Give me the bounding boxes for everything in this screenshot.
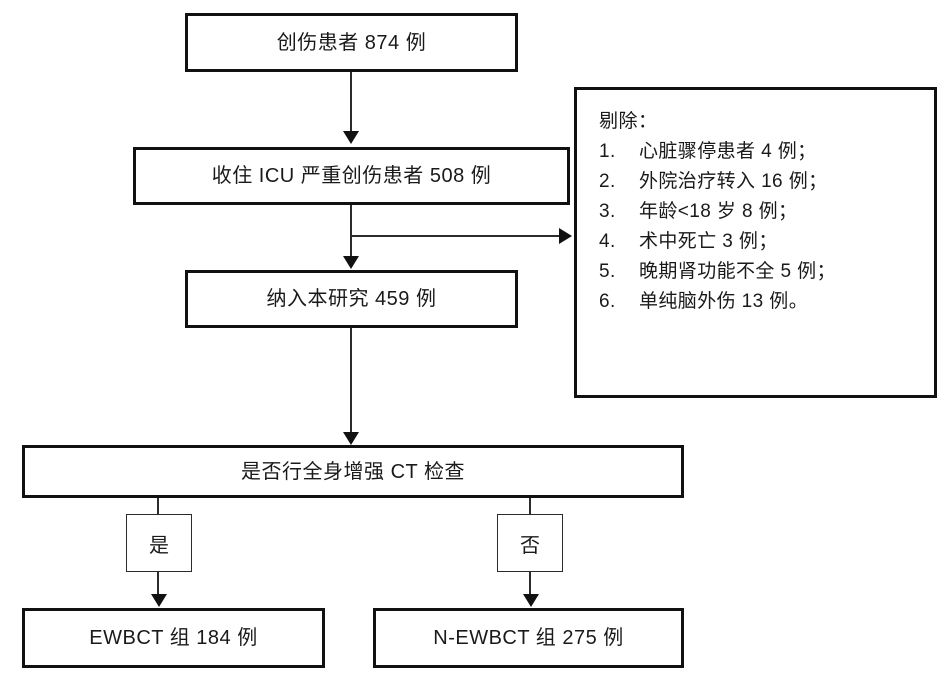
exclusion-item-text: 外院治疗转入 16 例； [639,171,828,192]
node-icu-severe-trauma: 收住 ICU 严重创伤患者 508 例 [133,147,570,205]
exclusion-item: 6. 单纯脑外伤 13 例。 [599,292,920,311]
arrow-enrolled-to-decision-icon [343,432,359,445]
connector-yes-to-ewbct [157,572,159,595]
node-ct-decision: 是否行全身增强 CT 检查 [22,445,684,498]
exclusion-list: 1. 心脏骤停患者 4 例； 2. 外院治疗转入 16 例； 3. 年龄<18 … [599,142,920,311]
node-branch-yes-label: 是 [149,534,169,557]
node-enrolled-in-study: 纳入本研究 459 例 [185,270,518,328]
exclusion-item-number: 3. [599,201,616,222]
exclusion-item-text: 单纯脑外伤 13 例。 [639,291,809,312]
connector-decision-to-yes [157,498,159,515]
node-branch-no: 否 [497,514,563,572]
exclusion-item-text: 晚期肾功能不全 5 例； [639,261,836,282]
exclusion-item-text: 心脏骤停患者 4 例； [639,141,817,162]
node-enrolled-in-study-label: 纳入本研究 459 例 [266,288,437,310]
exclusion-item-number: 6. [599,291,616,312]
exclusion-item-number: 2. [599,171,616,192]
arrow-no-to-newbct-icon [523,594,539,607]
node-total-patients: 创伤患者 874 例 [185,13,518,72]
connector-enrolled-to-decision [350,328,352,433]
connector-icu-to-enrolled [350,205,352,257]
exclusion-item-number: 5. [599,261,616,282]
arrow-icu-to-exclusion-icon [559,228,572,244]
exclusion-item: 3. 年龄<18 岁 8 例； [599,202,920,221]
exclusion-item: 1. 心脏骤停患者 4 例； [599,142,920,161]
exclusion-item: 5. 晚期肾功能不全 5 例； [599,262,920,281]
node-branch-yes: 是 [126,514,192,572]
node-group-n-ewbct: N-EWBCT 组 275 例 [373,608,684,668]
connector-total-to-icu [350,72,352,132]
node-group-ewbct: EWBCT 组 184 例 [22,608,325,668]
arrow-yes-to-ewbct-icon [151,594,167,607]
arrow-total-to-icu-icon [343,131,359,144]
exclusion-item-number: 1. [599,141,616,162]
exclusion-item: 2. 外院治疗转入 16 例； [599,172,920,191]
node-total-patients-label: 创伤患者 874 例 [276,31,427,54]
node-group-n-ewbct-label: N-EWBCT 组 275 例 [433,627,624,649]
exclusion-item-number: 4. [599,231,616,252]
node-group-ewbct-label: EWBCT 组 184 例 [89,627,258,649]
exclusion-item: 4. 术中死亡 3 例； [599,232,920,251]
connector-decision-to-no [529,498,531,515]
exclusion-item-text: 年龄<18 岁 8 例； [639,201,798,222]
exclusion-item-text: 术中死亡 3 例； [639,231,778,252]
node-icu-severe-trauma-label: 收住 ICU 严重创伤患者 508 例 [211,165,492,187]
exclusion-criteria-box: 剔除： 1. 心脏骤停患者 4 例； 2. 外院治疗转入 16 例； 3. 年龄… [574,87,937,398]
connector-no-to-newbct [529,572,531,595]
arrow-icu-to-enrolled-icon [343,256,359,269]
node-ct-decision-label: 是否行全身增强 CT 检查 [241,460,465,483]
exclusion-title: 剔除： [599,111,658,132]
connector-icu-to-exclusion [350,235,560,237]
node-branch-no-label: 否 [520,534,540,557]
